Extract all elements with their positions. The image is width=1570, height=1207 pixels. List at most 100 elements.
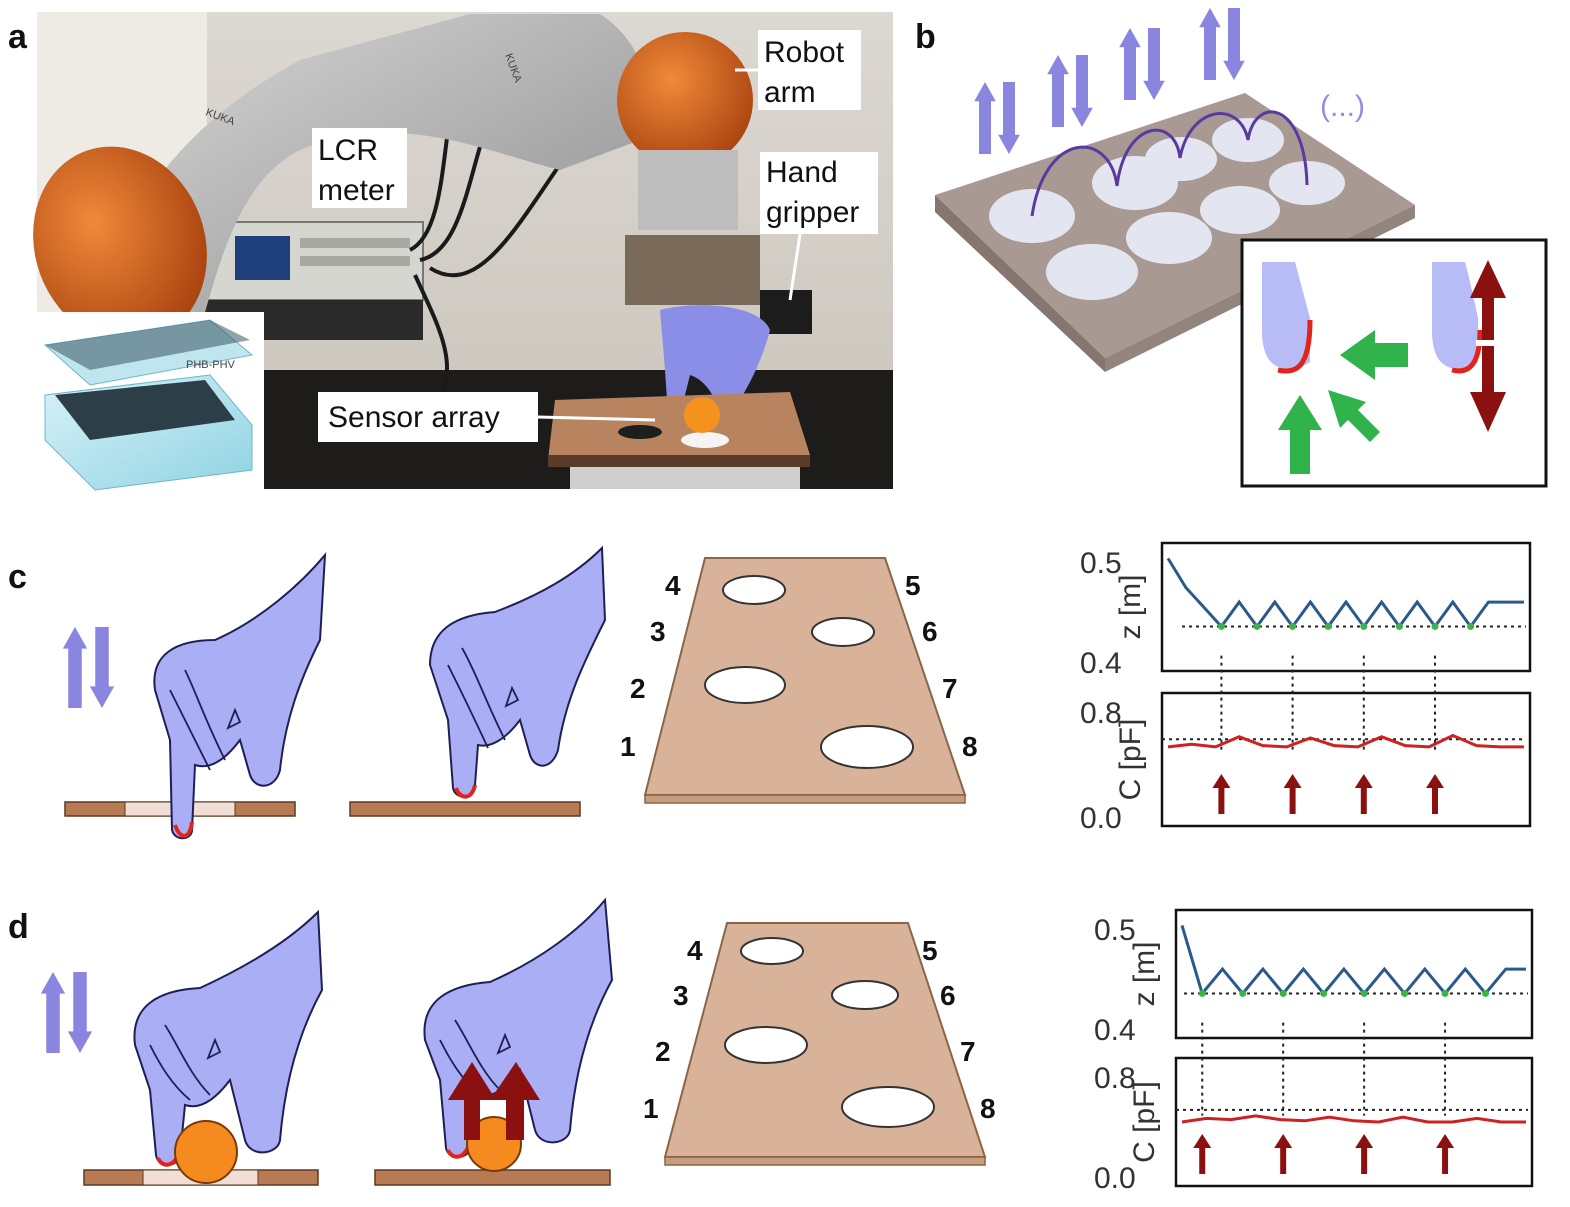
hole-number: 6 (922, 616, 938, 647)
c-series-line (1167, 733, 1524, 749)
hole-number: 1 (643, 1093, 659, 1124)
up-down-arrows (40, 972, 93, 1053)
panel-d: d 1 2 3 (8, 897, 1534, 1195)
z-series-line (1166, 557, 1524, 630)
down-arrow (89, 627, 115, 708)
callout-gripper-line2: gripper (766, 196, 859, 229)
contact-point (1441, 989, 1449, 997)
plate-hole (1126, 212, 1212, 264)
contact-point (1360, 989, 1368, 997)
up-down-arrows (62, 627, 115, 708)
callout-lcr-line2: meter (318, 174, 395, 207)
robot-arm (33, 14, 812, 344)
ball (174, 1120, 238, 1184)
hole-number: 1 (620, 731, 636, 762)
inset-material-label: PHB-PHV (186, 359, 236, 371)
plot-frame (1160, 541, 1532, 673)
contact-point (1431, 622, 1439, 630)
panel-label-a: a (8, 18, 28, 56)
contact-point (1395, 622, 1403, 630)
up-arrow (974, 82, 996, 154)
panel-b: b (...) (915, 8, 1548, 488)
tick-label-top: 0.5 (1080, 547, 1122, 580)
callout-sensor-box (318, 392, 538, 442)
event-arrow (1426, 774, 1444, 814)
event-arrow (1212, 774, 1231, 814)
contact-point (1289, 622, 1297, 630)
down-arrow (1143, 28, 1165, 100)
tick-label-bottom: 0.4 (1080, 647, 1122, 680)
contact-point (1279, 989, 1287, 997)
chart-d: 0.5 0.4 z [m] 0.8 0.0C [pF] (1094, 908, 1534, 1195)
hole-number: 7 (960, 1036, 976, 1067)
c-series-line (1181, 1114, 1526, 1124)
hole-number: 3 (650, 616, 666, 647)
hole-number: 8 (980, 1093, 996, 1124)
hand-illustration (428, 545, 607, 799)
callout-robot-arm-line1: Robot (764, 36, 845, 69)
contact-point (1320, 989, 1328, 997)
hole-number: 2 (630, 673, 646, 704)
up-arrow (1119, 28, 1141, 100)
contact-point (1467, 622, 1475, 630)
y-axis-label: z [m] (1114, 575, 1147, 640)
hole-number: 4 (687, 935, 703, 966)
hole-number: 3 (673, 980, 689, 1011)
panel-label-b: b (915, 18, 936, 56)
down-arrow (1223, 8, 1245, 80)
plate-hole (1145, 137, 1217, 181)
tick-label-top: 0.5 (1094, 914, 1136, 947)
sensor-inset: PHB-PHV (12, 312, 264, 494)
up-arrow (40, 972, 66, 1053)
y-axis-label: C [pF] (1114, 719, 1147, 801)
contact-point (1324, 622, 1332, 630)
force-inset (1240, 238, 1548, 488)
lift-arrow (490, 1062, 540, 1140)
up-arrow (1047, 55, 1069, 127)
plate-hole (1046, 244, 1138, 300)
ellipsis-text: (...) (1320, 90, 1365, 123)
event-arrow (1274, 1134, 1293, 1174)
contact-point (1253, 622, 1261, 630)
hole-number: 5 (905, 570, 921, 601)
down-arrow (67, 972, 93, 1053)
event-arrow (1355, 1134, 1374, 1174)
callout-gripper-leader (788, 233, 802, 301)
panel-a: KUKA KUKA Robot arm LCR meter Hand gripp… (8, 12, 893, 494)
hole-number: 8 (962, 731, 978, 762)
press-trajectory (1030, 110, 1309, 217)
tick-label-bottom: 0.4 (1094, 1014, 1136, 1047)
tick-label-bottom: 0.0 (1080, 802, 1122, 835)
hole-board (663, 922, 987, 1166)
sensor-strip (349, 801, 581, 817)
event-arrow (1283, 774, 1302, 814)
tick-label-bottom: 0.0 (1094, 1162, 1136, 1195)
hole-board (643, 557, 967, 804)
panel-label-d: d (8, 908, 29, 946)
event-arrow (1193, 1134, 1212, 1174)
plate-hole (1200, 186, 1280, 234)
tick-label-top: 0.8 (1094, 1062, 1136, 1095)
callout-gripper-line1: Hand (766, 156, 838, 189)
y-axis-label: C [pF] (1128, 1081, 1161, 1163)
contact-point (1482, 989, 1490, 997)
hand-illustration (423, 897, 614, 1172)
z-series-line (1180, 924, 1526, 997)
callout-sensor-array: Sensor array (328, 401, 500, 434)
panel-label-c: c (8, 558, 27, 596)
down-arrow (1071, 55, 1093, 127)
callout-gripper-box (760, 152, 878, 234)
event-arrow (1354, 774, 1373, 814)
sensor-strip (374, 1169, 611, 1186)
up-arrow (1199, 8, 1221, 80)
contact-point (1198, 989, 1206, 997)
hole-number: 4 (665, 570, 681, 601)
tick-label-top: 0.8 (1080, 697, 1122, 730)
hole-number: 2 (655, 1036, 671, 1067)
down-arrow (998, 82, 1020, 154)
hole-number: 7 (942, 673, 958, 704)
callout-sensor-leader (537, 415, 656, 422)
y-axis-label: z [m] (1128, 942, 1161, 1007)
